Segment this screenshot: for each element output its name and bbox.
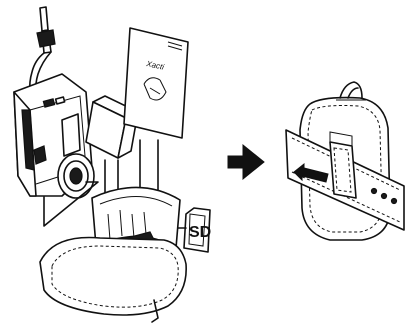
arrow-left-icon	[293, 162, 329, 183]
manual-brand-text: Xacti	[145, 59, 165, 72]
instruction-manual: Xacti	[123, 27, 189, 139]
recycle-icon	[143, 77, 167, 101]
camera	[13, 73, 95, 199]
arrow-right-icon	[227, 143, 265, 181]
open-carrying-case	[39, 186, 187, 323]
closed-case-on-belt	[285, 81, 405, 241]
sd-card-label: SD	[189, 224, 211, 241]
sd-card: SD	[183, 207, 211, 253]
